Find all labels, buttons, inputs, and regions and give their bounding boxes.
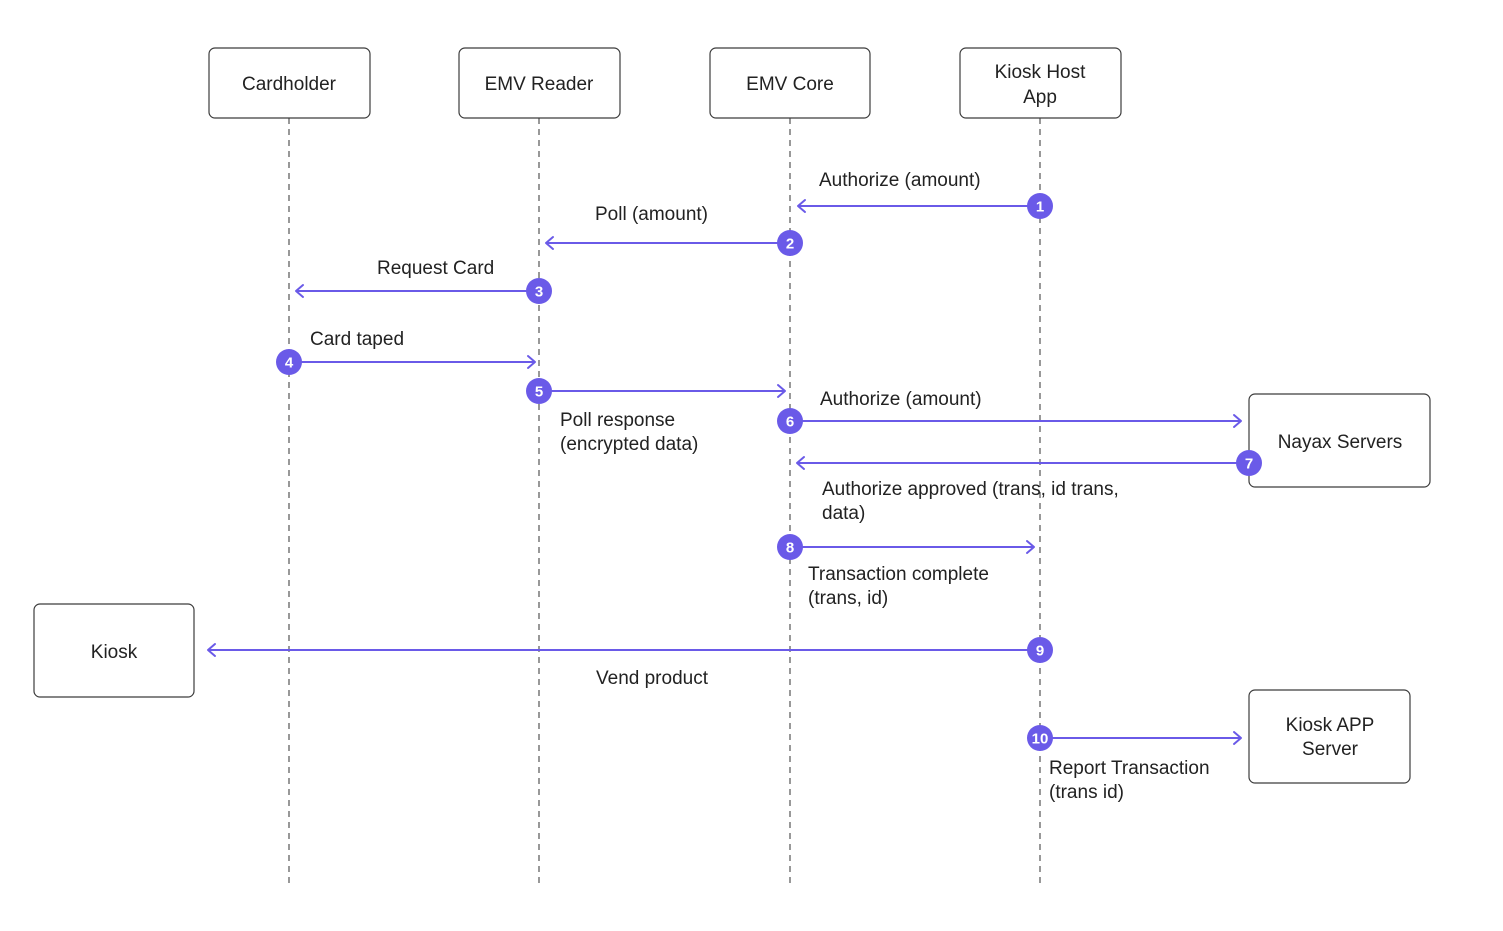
message-label-7-line2: data) [822,503,865,524]
message-arrow-5 [539,384,786,398]
step-badge-10: 10 [1027,725,1053,751]
participant-kiosk: Kiosk [33,603,195,698]
step-badges: 1 2 3 4 5 6 7 8 9 10 [276,193,1262,751]
message-label-10-line1: Report Transaction [1049,758,1210,779]
step-badge-8: 8 [777,534,803,560]
message-label-3: Request Card [377,258,494,279]
step-number: 9 [1036,643,1044,660]
participant-emv-reader: EMV Reader [458,47,621,119]
message-label-6: Authorize (amount) [820,389,982,410]
message-arrows [207,199,1249,745]
step-badge-9: 9 [1027,637,1053,663]
participant-emv-reader-label: EMV Reader [485,74,594,95]
participant-emv-core: EMV Core [709,47,871,119]
step-number: 3 [535,284,543,301]
participant-cardholder-label: Cardholder [242,74,337,95]
message-label-9: Vend product [596,668,709,689]
participant-kiosk-app-server-label-line1: Kiosk APP [1286,715,1375,736]
step-badge-7: 7 [1236,450,1262,476]
participant-kiosk-host-app-label-line1: Kiosk Host [995,62,1087,83]
message-label-8-line2: (trans, id) [808,588,888,609]
message-label-5-line1: Poll response [560,410,675,431]
step-badge-3: 3 [526,278,552,304]
message-arrow-2 [545,236,790,250]
participant-kiosk-label: Kiosk [91,642,138,663]
message-arrow-3 [295,284,539,298]
step-number: 4 [285,355,294,372]
step-badge-1: 1 [1027,193,1053,219]
step-badge-4: 4 [276,349,302,375]
participant-kiosk-app-server: Kiosk APP Server [1248,689,1411,784]
step-number: 10 [1032,731,1049,748]
step-badge-5: 5 [526,378,552,404]
message-arrow-4 [289,355,536,369]
participant-nayax-servers-label: Nayax Servers [1278,432,1403,453]
message-arrow-1 [797,199,1040,213]
message-label-1: Authorize (amount) [819,170,981,191]
message-label-2: Poll (amount) [595,204,708,225]
message-label-4: Card taped [310,329,404,350]
participant-nayax-servers: Nayax Servers [1248,393,1431,488]
message-arrow-6 [790,414,1242,428]
participant-kiosk-host-app-label-line2: App [1023,87,1057,108]
step-number: 1 [1036,199,1044,216]
step-number: 5 [535,384,543,401]
participant-kiosk-app-server-label-line2: Server [1302,739,1359,760]
message-label-8-line1: Transaction complete [808,564,989,585]
message-arrow-8 [790,540,1035,554]
message-arrow-9 [207,643,1040,657]
participant-kiosk-host-app: Kiosk Host App [959,47,1122,119]
step-number: 7 [1245,456,1253,473]
step-number: 2 [786,236,794,253]
message-labels: Authorize (amount) Poll (amount) Request C… [310,170,1210,803]
step-number: 6 [786,414,794,431]
participant-emv-core-label: EMV Core [746,74,834,95]
step-badge-6: 6 [777,408,803,434]
step-number: 8 [786,540,794,557]
message-arrow-10 [1040,731,1242,745]
message-arrow-7 [796,456,1249,470]
step-badge-2: 2 [777,230,803,256]
message-label-7-line1: Authorize approved (trans, id trans, [822,479,1119,500]
participant-cardholder: Cardholder [208,47,371,119]
message-label-10-line2: (trans id) [1049,782,1124,803]
message-label-5-line2: (encrypted data) [560,434,698,455]
